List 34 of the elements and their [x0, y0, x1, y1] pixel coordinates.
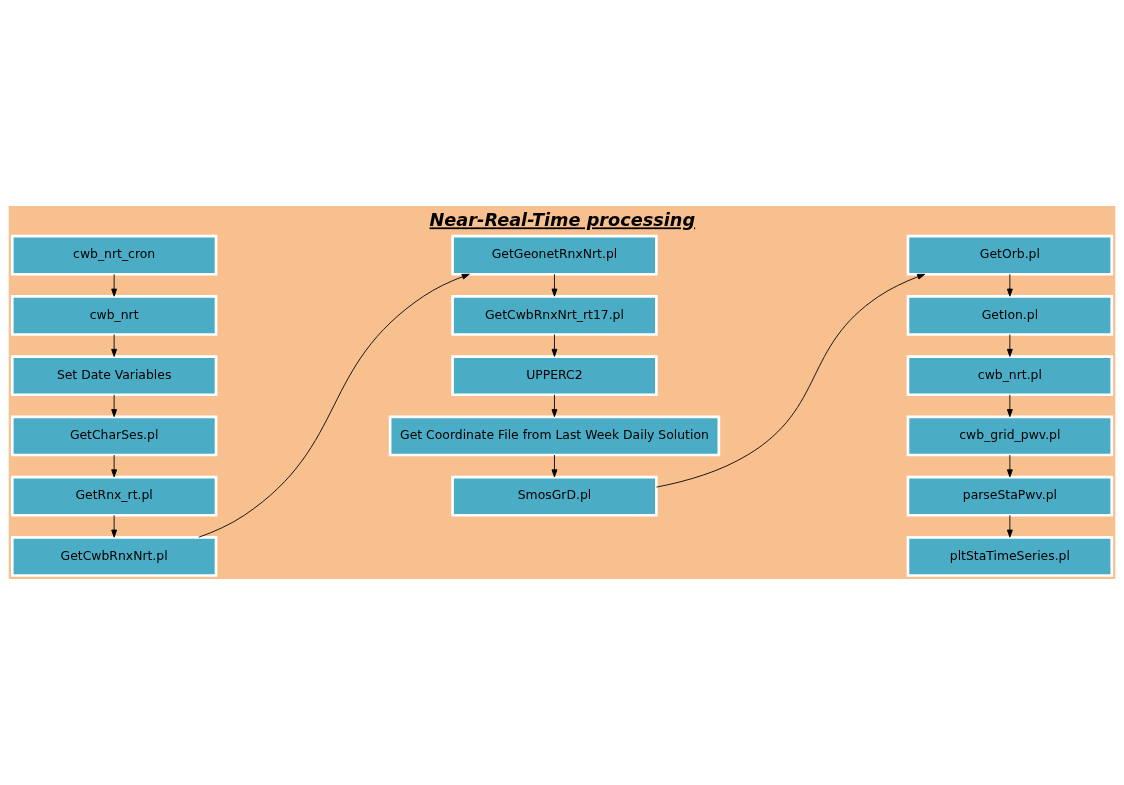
arrow: [111, 514, 118, 538]
node-box: cwb_nrt: [10, 295, 218, 336]
arrow: [1006, 394, 1013, 418]
arrow: [1006, 273, 1013, 297]
node-box: UPPERC2: [451, 355, 658, 397]
node-box: cwb_grid_pwv.pl: [906, 415, 1114, 457]
node-box: GetRnx_rt.pl: [10, 475, 218, 517]
node-box: GetCwbRnxNrt.pl: [10, 536, 218, 577]
node-box: pltStaTimeSeries.pl: [906, 536, 1114, 577]
node-box: GetIon.pl: [906, 295, 1114, 336]
arrow: [1006, 454, 1013, 478]
arrow: [111, 454, 118, 478]
arrow: [1006, 514, 1013, 538]
arrow: [551, 273, 558, 297]
node-box: GetCharSes.pl: [10, 415, 218, 457]
arrow: [551, 454, 558, 478]
arrow: [656, 273, 926, 488]
arrow: [111, 394, 118, 418]
node-box: Get Coordinate File from Last Week Daily Solution: [388, 415, 721, 457]
node-box: SmosGrD.pl: [451, 475, 658, 517]
node-box: cwb_nrt.pl: [906, 355, 1114, 397]
arrow: [111, 273, 118, 297]
arrow: [551, 334, 558, 357]
diagram-title: Near-Real-Time processing: [429, 210, 696, 231]
arrow: [551, 394, 558, 418]
node-box: cwb_nrt_cron: [10, 234, 218, 276]
node-box: Set Date Variables: [10, 355, 218, 397]
arrow: [111, 334, 118, 357]
arrow: [198, 273, 470, 538]
node-box: GetGeonetRnxNrt.pl: [451, 234, 658, 276]
arrow: [1006, 334, 1013, 357]
node-box: parseStaPwv.pl: [906, 475, 1114, 517]
node-box: GetCwbRnxNrt_rt17.pl: [451, 295, 658, 336]
node-box: GetOrb.pl: [906, 234, 1114, 276]
